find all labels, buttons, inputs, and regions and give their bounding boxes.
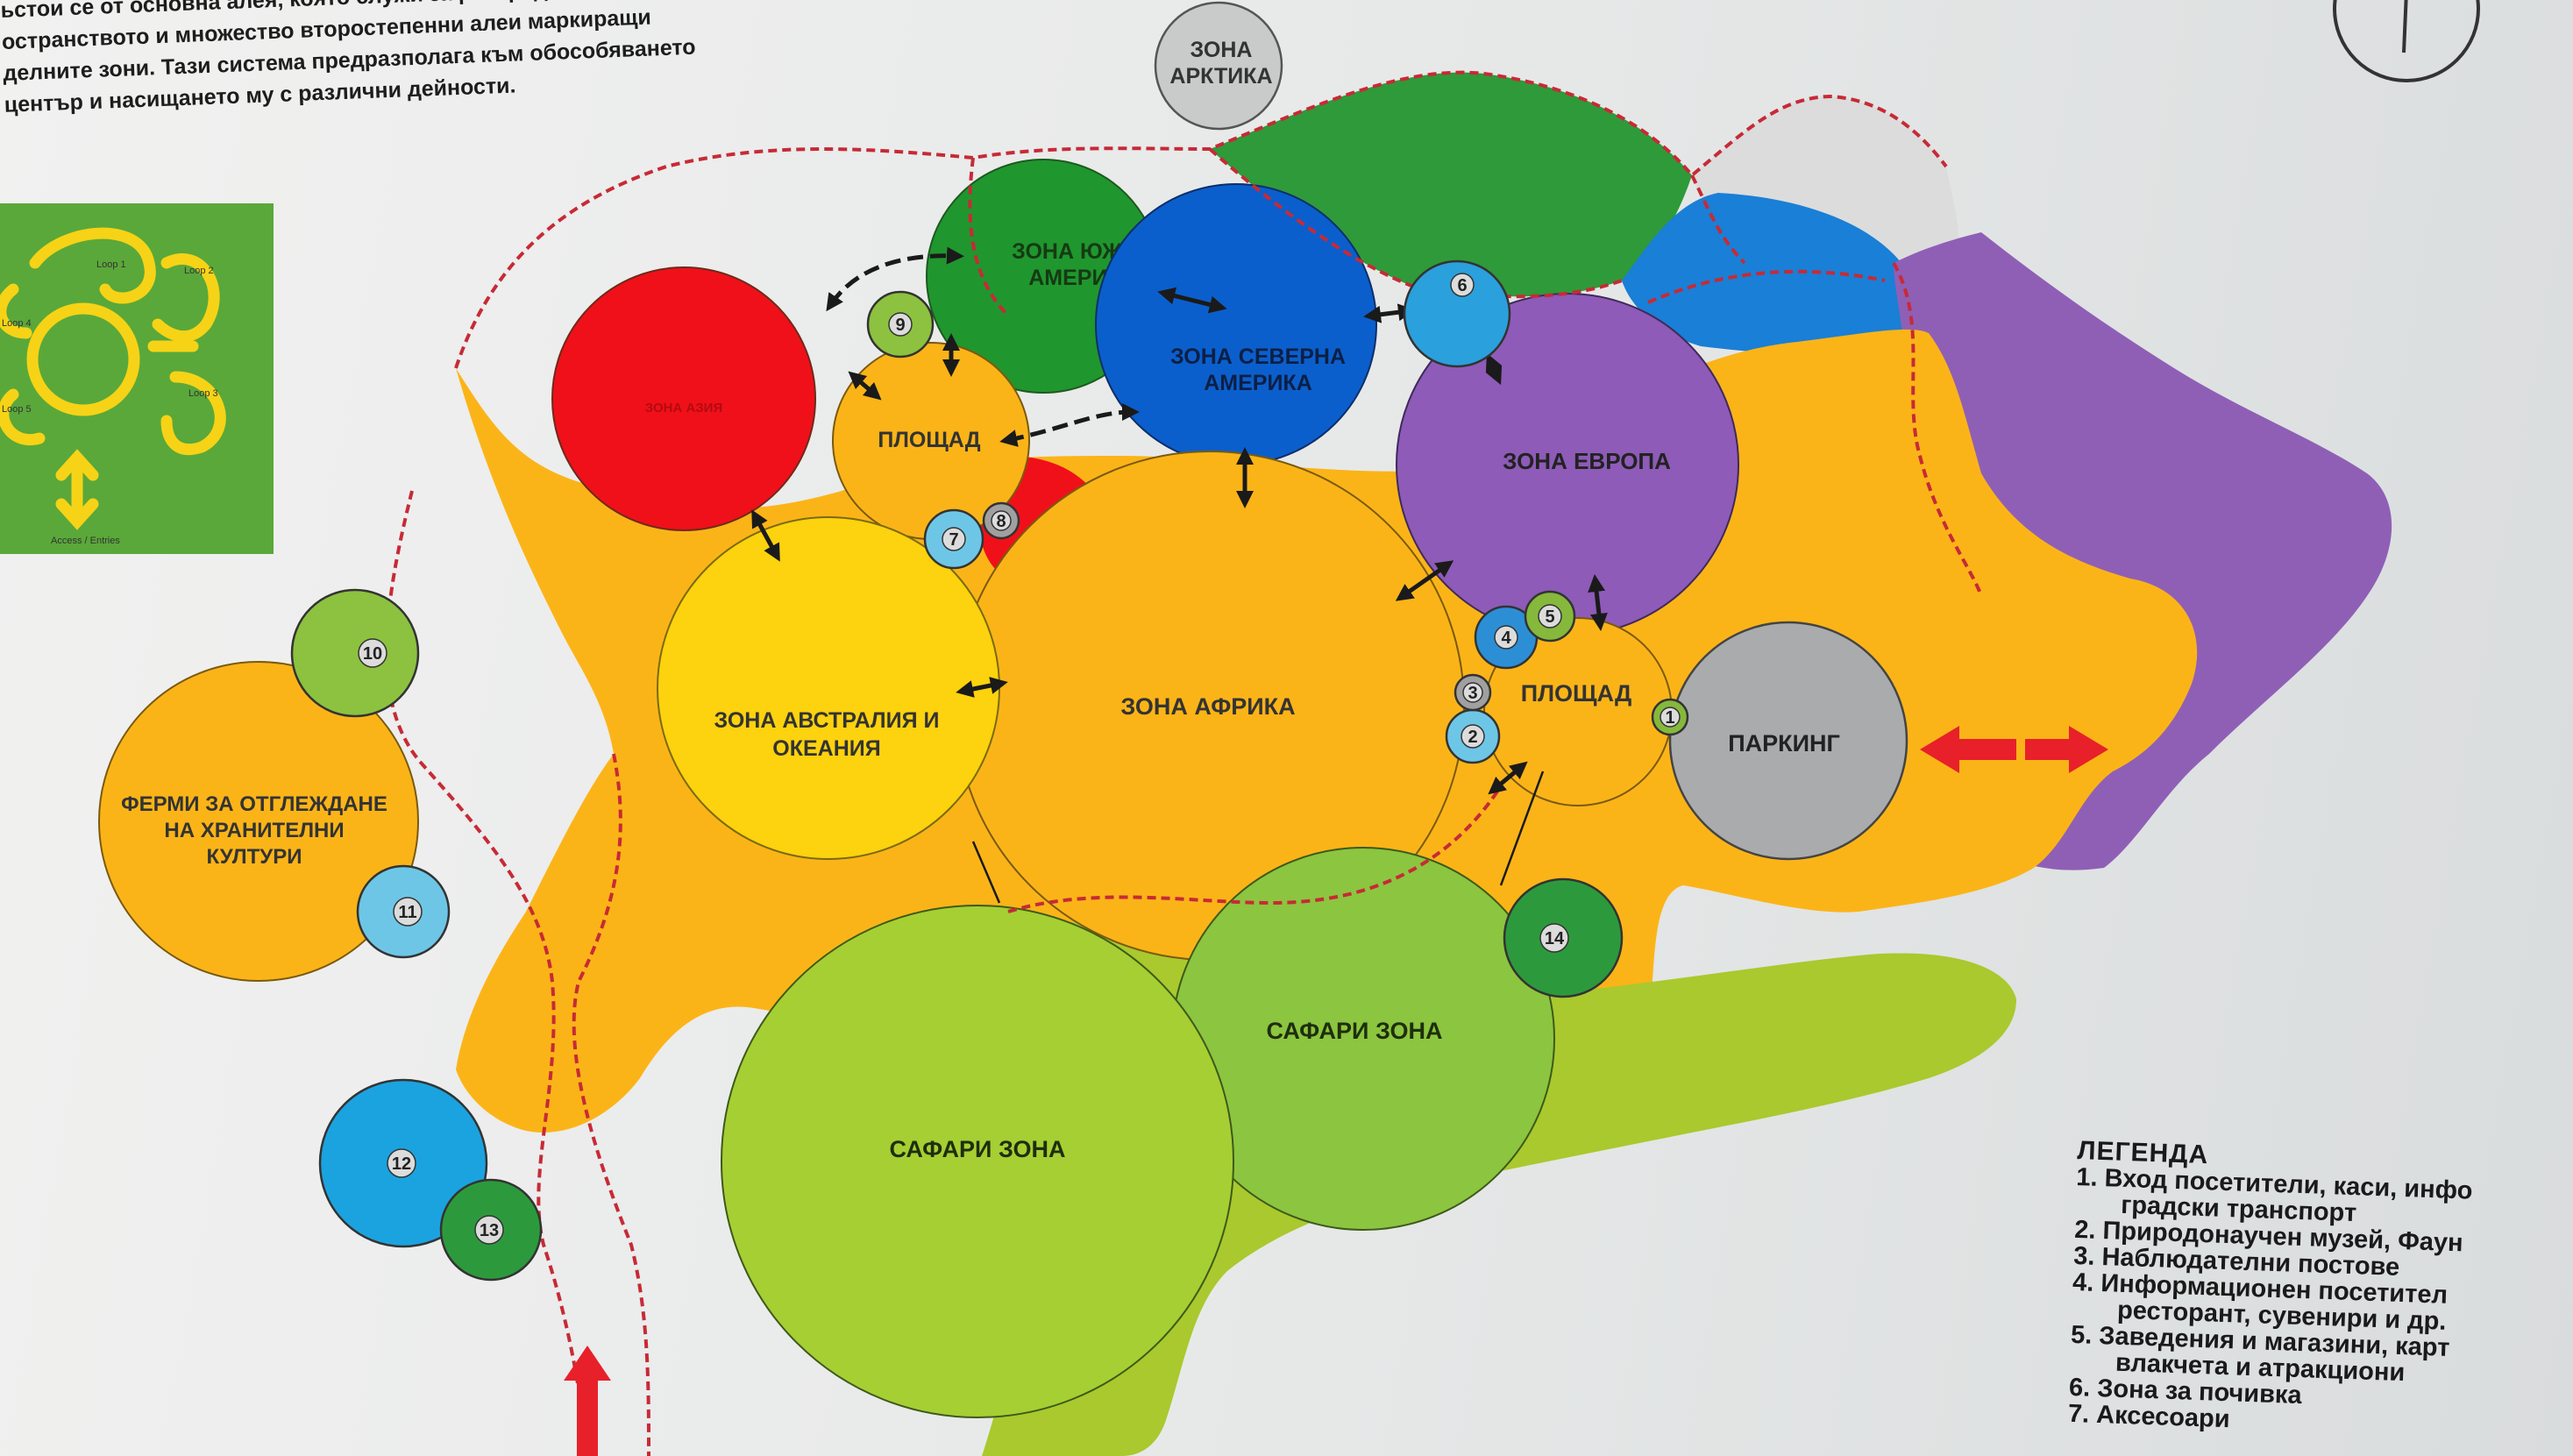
zone-arctic: ЗОНА АРКТИКА — [1154, 1, 1283, 131]
svg-text:4: 4 — [1501, 629, 1511, 648]
inset-label: Loop 2 — [184, 266, 214, 276]
entrance-arrows — [564, 726, 2108, 1456]
connector-arrow — [848, 371, 882, 401]
zone-label: ПЛОЩАД — [1521, 680, 1632, 707]
entrance-arrow-icon — [564, 1346, 611, 1456]
svg-text:9: 9 — [895, 316, 905, 335]
marker-11: 11 — [356, 864, 451, 959]
svg-text:3: 3 — [1468, 684, 1477, 703]
svg-text:7: 7 — [949, 530, 958, 550]
marker-3: 3 — [1454, 673, 1492, 712]
north-compass-icon — [2333, 0, 2480, 82]
svg-text:1: 1 — [1665, 708, 1674, 728]
connector-arrow — [826, 246, 964, 312]
zone-farms: ФЕРМИ ЗА ОТГЛЕЖДАНЕ НА ХРАНИТЕЛНИ КУЛТУР… — [98, 661, 419, 982]
marker-1: 1 — [1651, 698, 1689, 736]
concept-inset: Loop 1 Loop 2 Loop 3 Loop 4 Loop 5 Acces… — [0, 203, 274, 554]
zone-label: ОКЕАНИЯ — [772, 736, 880, 761]
marker-10: 10 — [290, 588, 420, 718]
inset-label: Loop 3 — [188, 388, 218, 399]
zone-label: ПАРКИНГ — [1728, 730, 1840, 756]
zone-label: ПЛОЩАД — [878, 428, 980, 452]
zone-safari-south: САФАРИ ЗОНА — [721, 905, 1234, 1418]
connector-arrow — [1485, 352, 1503, 386]
zone-asia: ЗОНА АЗИЯ — [551, 266, 816, 531]
inset-background — [0, 203, 274, 554]
zone-connectors — [751, 246, 1608, 904]
connector-arrow — [1157, 287, 1227, 314]
facility-markers: 1 2 3 4 5 — [290, 259, 1689, 1282]
svg-text:10: 10 — [363, 644, 382, 664]
zone-label: ЗОНА АВСТРАЛИЯ И — [714, 708, 940, 733]
inset-label: Loop 5 — [2, 404, 32, 415]
zone-label: АМЕРИКА — [1204, 371, 1312, 395]
zone-africa: ЗОНА АФРИКА — [955, 451, 1465, 961]
zone-label: ЗОНА — [1191, 38, 1253, 62]
zone-label: САФАРИ ЗОНА — [890, 1136, 1066, 1162]
marker-14: 14 — [1503, 877, 1624, 998]
inset-label: Loop 1 — [96, 259, 126, 270]
connector-arrow — [999, 403, 1140, 447]
connector-arrow — [751, 509, 780, 562]
svg-text:6: 6 — [1457, 276, 1467, 295]
connector-arrow — [1363, 303, 1416, 323]
zone-label: КУЛТУРИ — [207, 845, 302, 869]
svg-text:11: 11 — [398, 903, 416, 922]
inset-label: Loop 4 — [2, 318, 32, 329]
zone-safari-north: САФАРИ ЗОНА — [1171, 847, 1555, 1231]
marker-4: 4 — [1474, 605, 1539, 670]
svg-text:5: 5 — [1545, 607, 1554, 627]
connector-arrow — [956, 677, 1008, 698]
svg-text:14: 14 — [1545, 929, 1565, 948]
zone-north-america: ЗОНА СЕВЕРНА АМЕРИКА — [1095, 183, 1377, 465]
zone-europe: ЗОНА ЕВРОПА — [1396, 293, 1739, 636]
zones: ЗОНА АРКТИКА ЗОНА АЗИЯ ЗОНА ЮЖНА АМЕРИКА… — [98, 1, 1908, 1418]
marker-7: 7 — [923, 508, 984, 570]
legend: ЛЕГЕНДА 1. Вход посетители, каси, инфо г… — [2067, 1138, 2572, 1445]
svg-text:8: 8 — [996, 512, 1006, 531]
marker-12: 12 — [318, 1078, 488, 1248]
zone-label: ЗОНА АЗИЯ — [645, 401, 723, 415]
marker-8: 8 — [982, 501, 1020, 540]
svg-text:2: 2 — [1468, 728, 1477, 747]
marker-13: 13 — [439, 1178, 543, 1282]
double-red-arrow-icon — [1920, 726, 2016, 773]
zone-label: ФЕРМИ ЗА ОТГЛЕЖДАНЕ — [121, 792, 387, 816]
marker-6: 6 — [1403, 259, 1511, 368]
zone-label: АРКТИКА — [1169, 64, 1272, 89]
zone-label: ЗОНА СЕВЕРНА — [1170, 344, 1346, 369]
marker-9: 9 — [866, 290, 935, 359]
svg-text:13: 13 — [480, 1221, 499, 1240]
zone-label: САФАРИ ЗОНА — [1267, 1018, 1443, 1044]
zone-label: ЗОНА АФРИКА — [1120, 693, 1295, 720]
double-red-arrow-icon — [2025, 726, 2108, 773]
zone-parking: ПАРКИНГ — [1668, 621, 1908, 861]
svg-text:12: 12 — [392, 1154, 411, 1174]
connector-arrow — [1488, 761, 1528, 795]
zone-australia: ЗОНА АВСТРАЛИЯ И ОКЕАНИЯ — [657, 516, 1000, 860]
zone-label: НА ХРАНИТЕЛНИ — [164, 819, 344, 842]
inset-label: Access / Entries — [51, 536, 120, 546]
marker-5: 5 — [1524, 590, 1576, 643]
connector-arrow — [1588, 574, 1608, 631]
zone-label: ЗОНА ЕВРОПА — [1503, 448, 1671, 474]
connector-arrow — [1395, 560, 1454, 601]
area-blue-north — [1622, 193, 1916, 354]
marker-2: 2 — [1445, 708, 1501, 764]
